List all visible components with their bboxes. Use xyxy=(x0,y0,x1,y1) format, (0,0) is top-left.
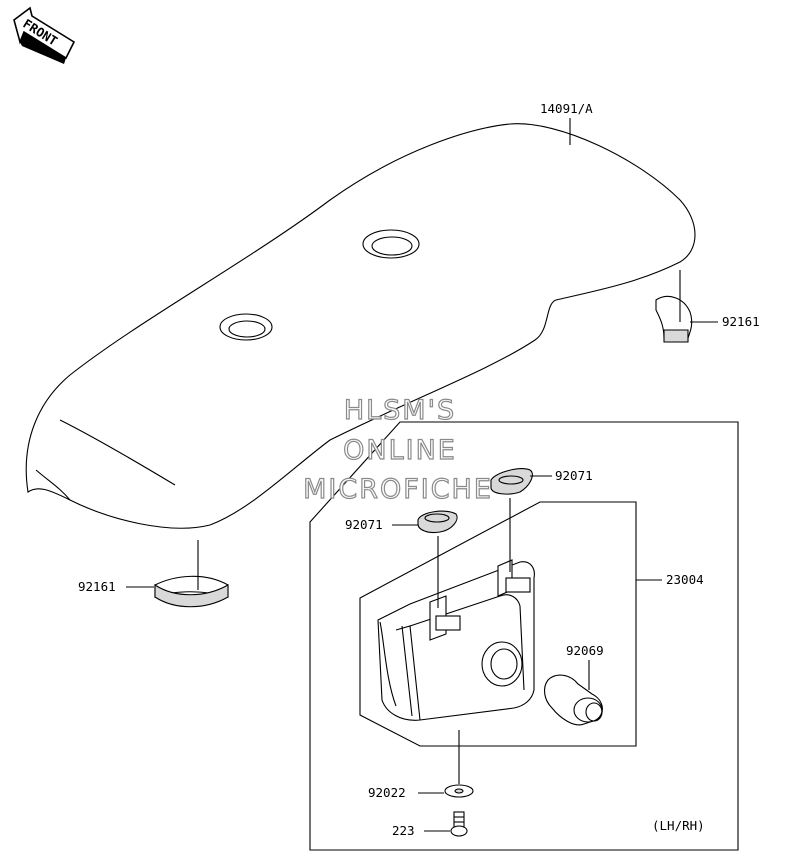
assembly-outer-frame xyxy=(309,421,739,851)
label-screw: 223 xyxy=(392,823,415,838)
watermark-line-1: HLSM'S xyxy=(344,395,456,426)
front-arrow-icon: FRONT xyxy=(13,6,76,64)
bulb xyxy=(543,674,603,726)
assembly-inner-frame xyxy=(359,501,637,747)
grommet-right xyxy=(655,295,693,343)
side-note: (LH/RH) xyxy=(652,818,705,833)
watermark-line-2: ONLINE xyxy=(343,435,457,466)
seal-lower xyxy=(417,510,458,534)
label-washer: 92022 xyxy=(368,785,406,800)
watermark: HLSM'S ONLINE MICROFICHE xyxy=(302,394,493,505)
lamp-housing xyxy=(377,559,535,721)
label-grommet-right: 92161 xyxy=(722,314,760,329)
label-grommet-left: 92161 xyxy=(78,579,116,594)
label-seal-lower: 92071 xyxy=(345,517,383,532)
washer xyxy=(444,784,474,798)
watermark-line-3: MICROFICHE xyxy=(303,474,493,505)
label-bulb: 92069 xyxy=(566,643,604,658)
label-seal-upper: 92071 xyxy=(555,468,593,483)
seat-cover xyxy=(25,123,696,529)
label-assembly: 23004 xyxy=(666,572,704,587)
grommet-left xyxy=(154,575,229,608)
seal-upper xyxy=(490,468,533,495)
label-cover: 14091/A xyxy=(540,101,593,116)
screw xyxy=(450,811,468,837)
